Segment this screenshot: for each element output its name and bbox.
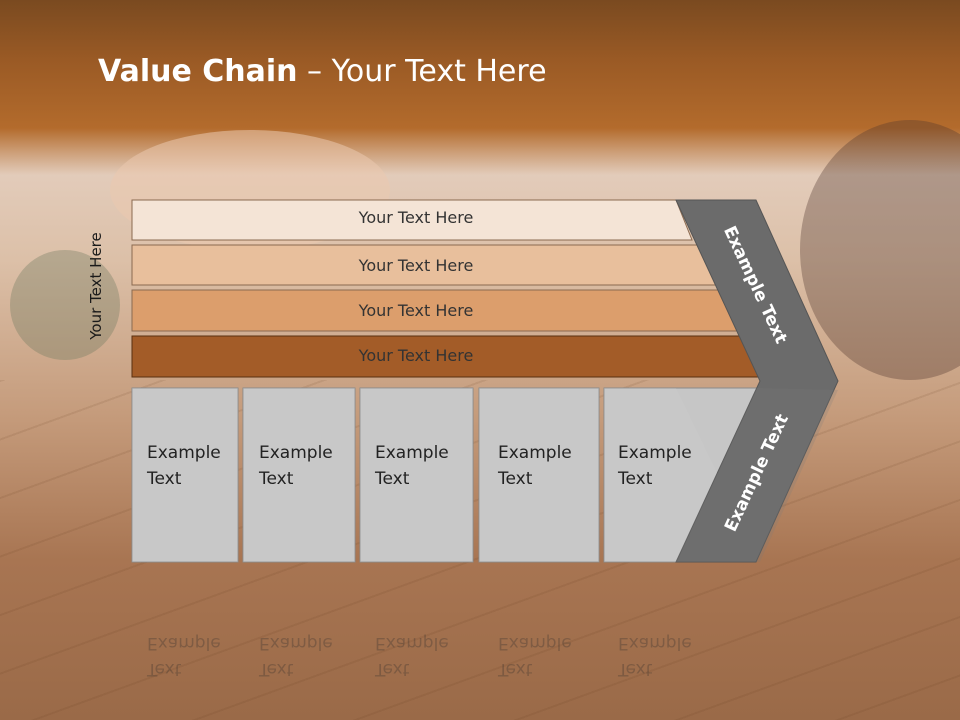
activity-text-2: Example Text xyxy=(259,440,333,492)
activity-box-4 xyxy=(478,387,600,563)
activity-line-1: Example xyxy=(618,443,692,463)
diagram-reflection xyxy=(132,388,838,562)
background-photo-shape xyxy=(10,250,120,360)
title-rest: – Your Text Here xyxy=(297,54,547,89)
activity-text-5: Example Text xyxy=(618,440,692,492)
reflection-text-1: Text Example xyxy=(147,633,221,679)
activity-box-1 xyxy=(131,387,239,563)
activity-line-2: Text xyxy=(618,469,653,489)
activity-line-1: Example xyxy=(259,443,333,463)
activity-box-3 xyxy=(359,387,474,563)
activity-line-1: Example xyxy=(498,443,572,463)
reflection-text-3: Text Example xyxy=(375,633,449,679)
activity-line-1: Example xyxy=(375,443,449,463)
reflection-text-2: Text Example xyxy=(259,633,333,679)
activity-line-2: Text xyxy=(375,469,410,489)
text-reflection: Text Example Text Example Text Example T… xyxy=(0,560,960,720)
activity-line-1: Example xyxy=(147,443,221,463)
reflection-text-5: Text Example xyxy=(618,633,692,679)
activity-line-2: Text xyxy=(498,469,533,489)
activity-line-2: Text xyxy=(259,469,294,489)
activity-text-4: Example Text xyxy=(498,440,572,492)
activity-line-2: Text xyxy=(147,469,182,489)
slide-title: Value Chain – Your Text Here xyxy=(98,54,547,89)
margin-chevron xyxy=(675,199,839,563)
support-band-label-2: Your Text Here xyxy=(358,256,474,275)
support-band-label-3: Your Text Here xyxy=(358,301,474,320)
activity-text-1: Example Text xyxy=(147,440,221,492)
support-band-1 xyxy=(131,199,693,241)
activity-box-2 xyxy=(242,387,356,563)
support-band-label-1: Your Text Here xyxy=(358,208,474,227)
activity-text-3: Example Text xyxy=(375,440,449,492)
support-band-label-4: Your Text Here xyxy=(358,346,474,365)
title-bold: Value Chain xyxy=(98,54,298,89)
reflection-text-4: Text Example xyxy=(498,633,572,679)
